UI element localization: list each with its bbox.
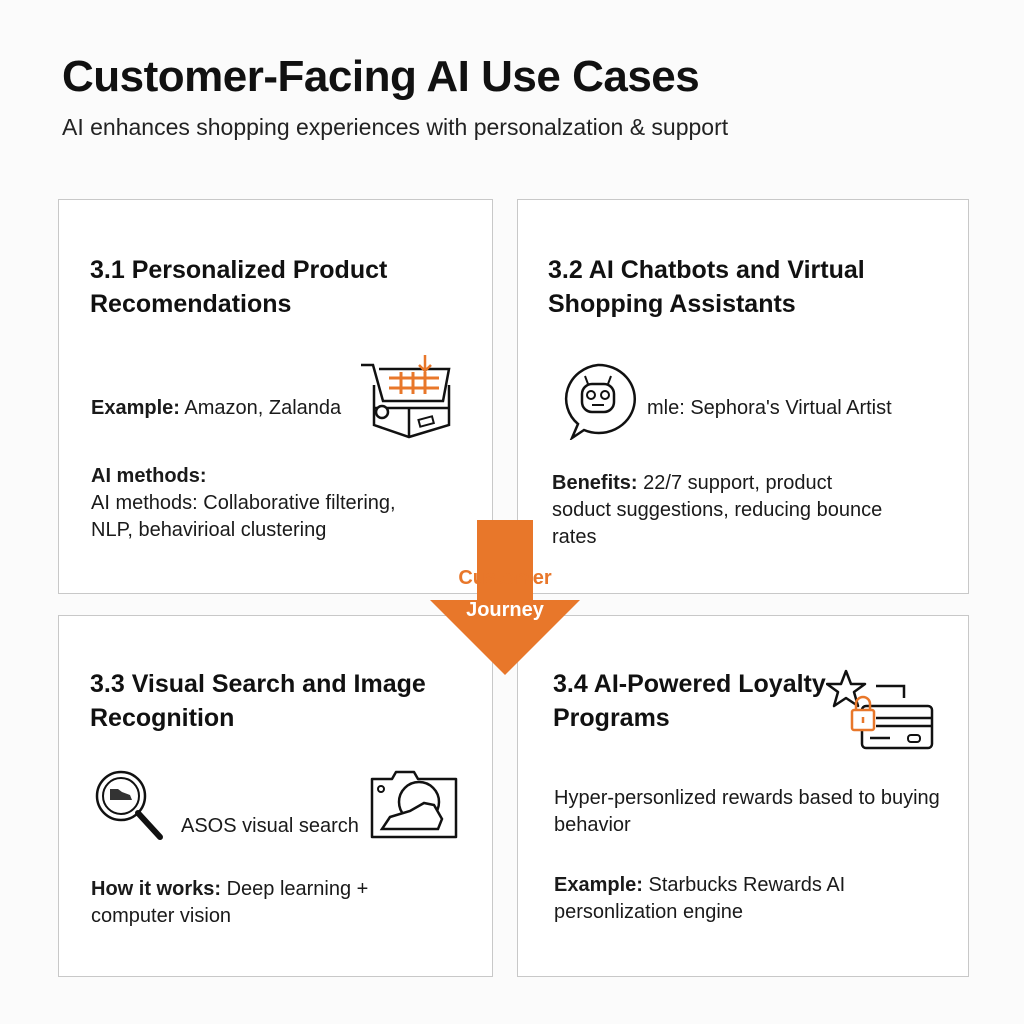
card-heading: 3.4 AI-Powered Loyalty Programs bbox=[553, 670, 826, 732]
description-text: Hyper-personlized rewards based to buyin… bbox=[554, 787, 940, 836]
example-text: mle: Sephora's Virtual Artist bbox=[647, 397, 892, 419]
example-text: Example: Starbucks Rewards AI personliza… bbox=[554, 874, 846, 923]
camera-shoe-icon bbox=[370, 770, 458, 839]
customer-journey-arrow bbox=[430, 520, 580, 675]
methods-label: AI methods: bbox=[91, 465, 207, 487]
card-heading: 3.2 AI Chatbots and Virtual Shopping Ass… bbox=[548, 256, 865, 318]
how-it-works-text: How it works: Deep learning + computer v… bbox=[91, 878, 369, 927]
example-text: ASOS visual search bbox=[181, 815, 359, 837]
methods-text: AI methods: Collaborative filtering, NLP… bbox=[91, 492, 396, 541]
page-subtitle: AI enhances shopping experiences with pe… bbox=[62, 114, 729, 140]
benefits-text: Benefits: 22/7 support, product soduct s… bbox=[552, 472, 883, 548]
card-heading: 3.3 Visual Search and Image Recognition bbox=[90, 670, 426, 732]
example-text: Example: Amazon, Zalanda bbox=[91, 397, 342, 419]
loyalty-card-lock-icon bbox=[826, 669, 934, 750]
card-personalized-recommendations: 3.1 Personalized Product Recomendations … bbox=[58, 199, 493, 594]
card-chatbots: 3.2 AI Chatbots and Virtual Shopping Ass… bbox=[517, 199, 969, 594]
customer-journey-label: Customer Journey bbox=[458, 567, 552, 621]
magnifier-shoe-icon bbox=[95, 770, 163, 840]
shopping-cart-icon bbox=[361, 355, 451, 439]
robot-chat-icon bbox=[564, 363, 636, 440]
card-heading: 3.1 Personalized Product Recomendations bbox=[90, 256, 388, 318]
card-loyalty-programs: 3.4 AI-Powered Loyalty Programs Hyper-pe… bbox=[517, 615, 969, 977]
card-visual-search: 3.3 Visual Search and Image Recognition … bbox=[58, 615, 493, 977]
page-title: Customer-Facing AI Use Cases bbox=[62, 52, 700, 101]
